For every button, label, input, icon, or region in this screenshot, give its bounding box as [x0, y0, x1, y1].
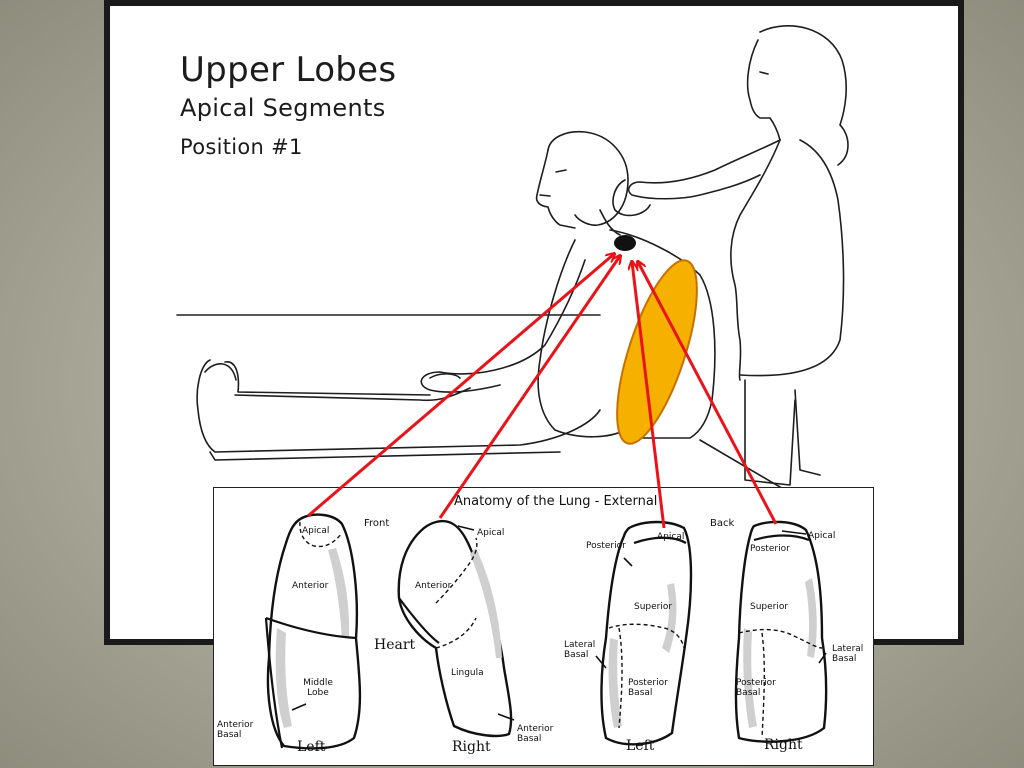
front-label: Front	[364, 518, 390, 529]
back-left-posterior-label: Posterior	[586, 541, 626, 551]
lung-drawings	[264, 513, 828, 750]
front-left-anterior-label: Anterior	[292, 581, 329, 591]
front-left-side-label: Left	[297, 739, 326, 755]
apical-target-spot	[614, 235, 636, 251]
back-left-lung	[600, 520, 693, 746]
front-right-anterior-label: Anterior	[415, 581, 452, 591]
slide-subtitle: Apical Segments	[180, 94, 386, 122]
back-right-posterior-label: Posterior	[750, 544, 790, 554]
back-left-apical-label: Apical	[657, 532, 685, 542]
patient-legs	[196, 359, 601, 461]
therapist-hair	[759, 25, 849, 166]
front-left-apical-label: Apical	[302, 526, 330, 536]
patient-arm	[420, 259, 586, 393]
back-left-superior-label: Superior	[634, 602, 673, 612]
back-label: Back	[710, 518, 735, 529]
back-right-apical-label: Apical	[808, 531, 836, 541]
back-right-side-label: Right	[764, 737, 803, 753]
heart-label: Heart	[374, 637, 416, 653]
percussion-highlight	[616, 259, 698, 445]
position-label: Position #1	[180, 135, 303, 159]
patient-head	[535, 130, 629, 229]
front-right-apical-label: Apical	[477, 528, 505, 538]
lung-anatomy-panel: Anatomy of the Lung - External	[213, 487, 874, 766]
back-right-superior-label: Superior	[750, 602, 789, 612]
slide-title: Upper Lobes	[180, 50, 397, 90]
front-right-lingula-label: Lingula	[451, 668, 484, 678]
front-right-side-label: Right	[452, 739, 491, 755]
back-left-side-label: Left	[626, 738, 655, 754]
